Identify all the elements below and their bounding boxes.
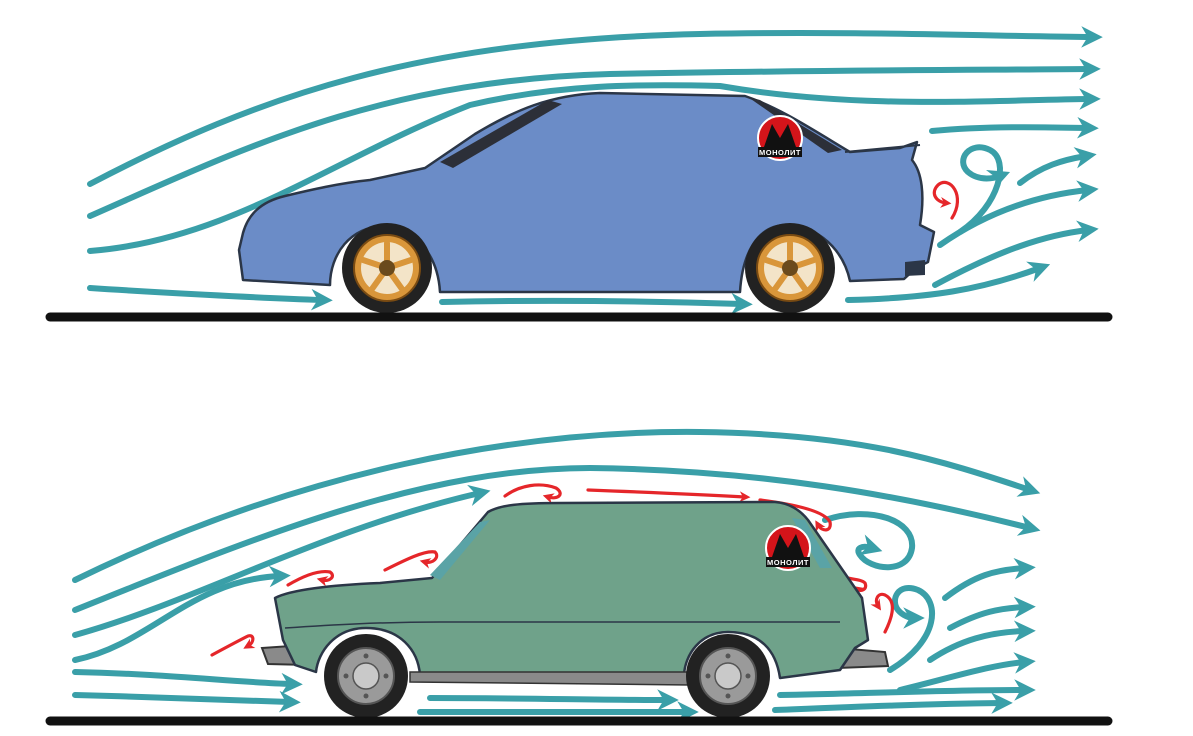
airflow-line — [937, 180, 1099, 248]
turbulence-arrow — [870, 592, 895, 634]
wagon-windshield-strip — [430, 520, 490, 580]
airflow-line — [72, 428, 1041, 583]
airflow-line — [87, 285, 333, 311]
turbulence-arrow — [210, 634, 256, 657]
monolit-logo: МОНОЛИТ — [757, 115, 803, 161]
wake-vortex — [822, 511, 916, 571]
airflow-line — [72, 465, 1041, 613]
airflow-line — [845, 261, 1051, 303]
wake-vortex — [887, 585, 936, 673]
airflow-line — [87, 82, 1101, 254]
sedan-airflow-lines — [87, 26, 1103, 315]
logo-text: МОНОЛИТ — [759, 148, 801, 157]
airflow-line — [427, 689, 679, 711]
sedan-panel: МОНОЛИТ — [45, 26, 1113, 322]
turbulence-arrow — [286, 569, 334, 587]
airflow-line — [72, 565, 291, 663]
airflow-line — [947, 596, 1036, 631]
airflow-line — [72, 690, 301, 713]
wagon-airflow-lines — [72, 428, 1041, 723]
airflow-line — [772, 692, 1013, 714]
sedan-trunk-line — [844, 144, 921, 153]
airflow-line — [72, 669, 303, 695]
wake-vortex — [957, 144, 1011, 235]
sedan-rear-wheel — [745, 223, 835, 313]
wagon-panel: МОНОЛИТ — [45, 428, 1113, 726]
airflow-line — [932, 220, 1099, 288]
airflow-line — [72, 484, 491, 638]
airflow-line — [897, 652, 1036, 693]
monolit-logo: МОНОЛИТ — [765, 525, 811, 571]
sedan-car: МОНОЛИТ — [237, 91, 936, 313]
wagon-rear-wheel — [686, 634, 770, 718]
logo-text: МОНОЛИТ — [767, 558, 809, 567]
wagon-front-wheel — [324, 634, 408, 718]
airflow-line — [87, 26, 1103, 187]
sedan-front-wheel — [342, 223, 432, 313]
airflow-line — [87, 58, 1101, 219]
turbulence-arrow — [383, 550, 439, 572]
turbulence-arrow — [932, 180, 959, 220]
wagon-underbody — [409, 671, 691, 686]
sedan-window-strip — [440, 100, 562, 168]
turbulence-arrow — [586, 488, 751, 503]
wagon-car: МОНОЛИТ — [260, 500, 890, 718]
sedan-rear-bumper-detail — [905, 260, 925, 276]
wagon-side-trim — [284, 621, 840, 629]
airflow-line — [927, 620, 1036, 663]
airflow-line — [1017, 147, 1097, 186]
airflow-line — [929, 116, 1099, 139]
airflow-line — [942, 557, 1036, 601]
airflow-line — [439, 292, 753, 315]
airflow-line — [777, 679, 1036, 701]
turbulence-arrow — [503, 483, 562, 504]
